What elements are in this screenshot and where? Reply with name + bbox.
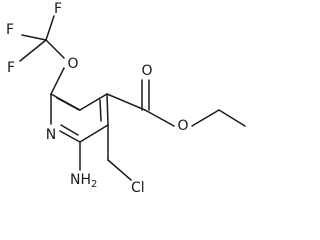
atom-chlorine: Cl: [131, 180, 145, 196]
atom-fluorine-left-lower: F: [7, 60, 15, 76]
atom-ester-oxygen: O: [177, 118, 188, 134]
bond-ring-c4-c3: [106, 93, 109, 126]
bond-ether-oxygen-cf3: [45, 39, 65, 59]
bond-ring-c4-c3-inner: [99, 99, 102, 122]
atom-fluorine-top: F: [54, 1, 62, 17]
bond-ch2-ch3: [218, 109, 246, 127]
atom-ring-nitrogen: N: [46, 127, 56, 143]
bond-ring-c3-c2: [79, 124, 109, 143]
amino-group-subscript: 2: [91, 179, 97, 190]
bond-ring-c6-c5-inner: [56, 97, 80, 111]
atom-carbonyl-oxygen: O: [141, 63, 152, 79]
structural-formula: F F F O O O N NH2 Cl: [6, 1, 246, 196]
atom-ether-oxygen: O: [67, 56, 78, 72]
bond-ch2-chlorine: [107, 159, 132, 181]
bond-ring-c2-n1: [59, 130, 81, 143]
bond-cf3-fluorine-left-upper: [21, 34, 47, 41]
amino-group-text: NH: [70, 172, 91, 188]
bond-carbonyl-carbon-ester-oxygen: [144, 109, 175, 127]
bond-cf3-fluorine-left-lower: [19, 39, 47, 62]
bond-ester-oxygen-ch2: [191, 109, 220, 127]
atom-amino-group: NH2: [70, 172, 97, 190]
bond-cf3-fluorine-top: [45, 15, 55, 41]
atom-fluorine-left-upper: F: [6, 22, 14, 38]
bond-ring-c2-n1-inner: [60, 124, 79, 136]
bond-ring-c5-c4: [79, 93, 108, 111]
bond-c4-carbonyl-carbon: [106, 93, 146, 111]
bond-c6-ether-oxygen: [50, 67, 65, 95]
